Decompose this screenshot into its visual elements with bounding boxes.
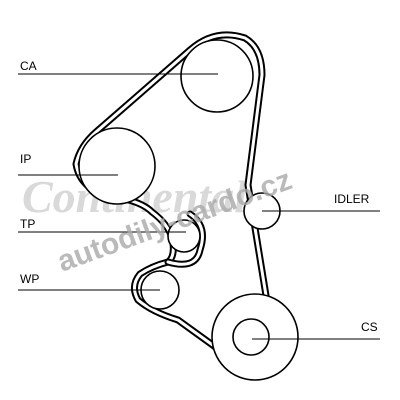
injection-pump-pulley [78, 127, 156, 205]
label-tp: TP [20, 217, 35, 231]
label-ca: CA [20, 59, 37, 73]
tensioner-pulley [167, 219, 201, 253]
camshaft-pulley [180, 39, 254, 113]
belt-tensioner-wrap-inner [166, 212, 204, 266]
label-ip: IP [20, 152, 31, 166]
label-cs: CS [361, 320, 378, 334]
label-idler: IDLER [334, 192, 370, 206]
crankshaft-pulley [232, 318, 270, 356]
label-wp: WP [20, 272, 39, 286]
